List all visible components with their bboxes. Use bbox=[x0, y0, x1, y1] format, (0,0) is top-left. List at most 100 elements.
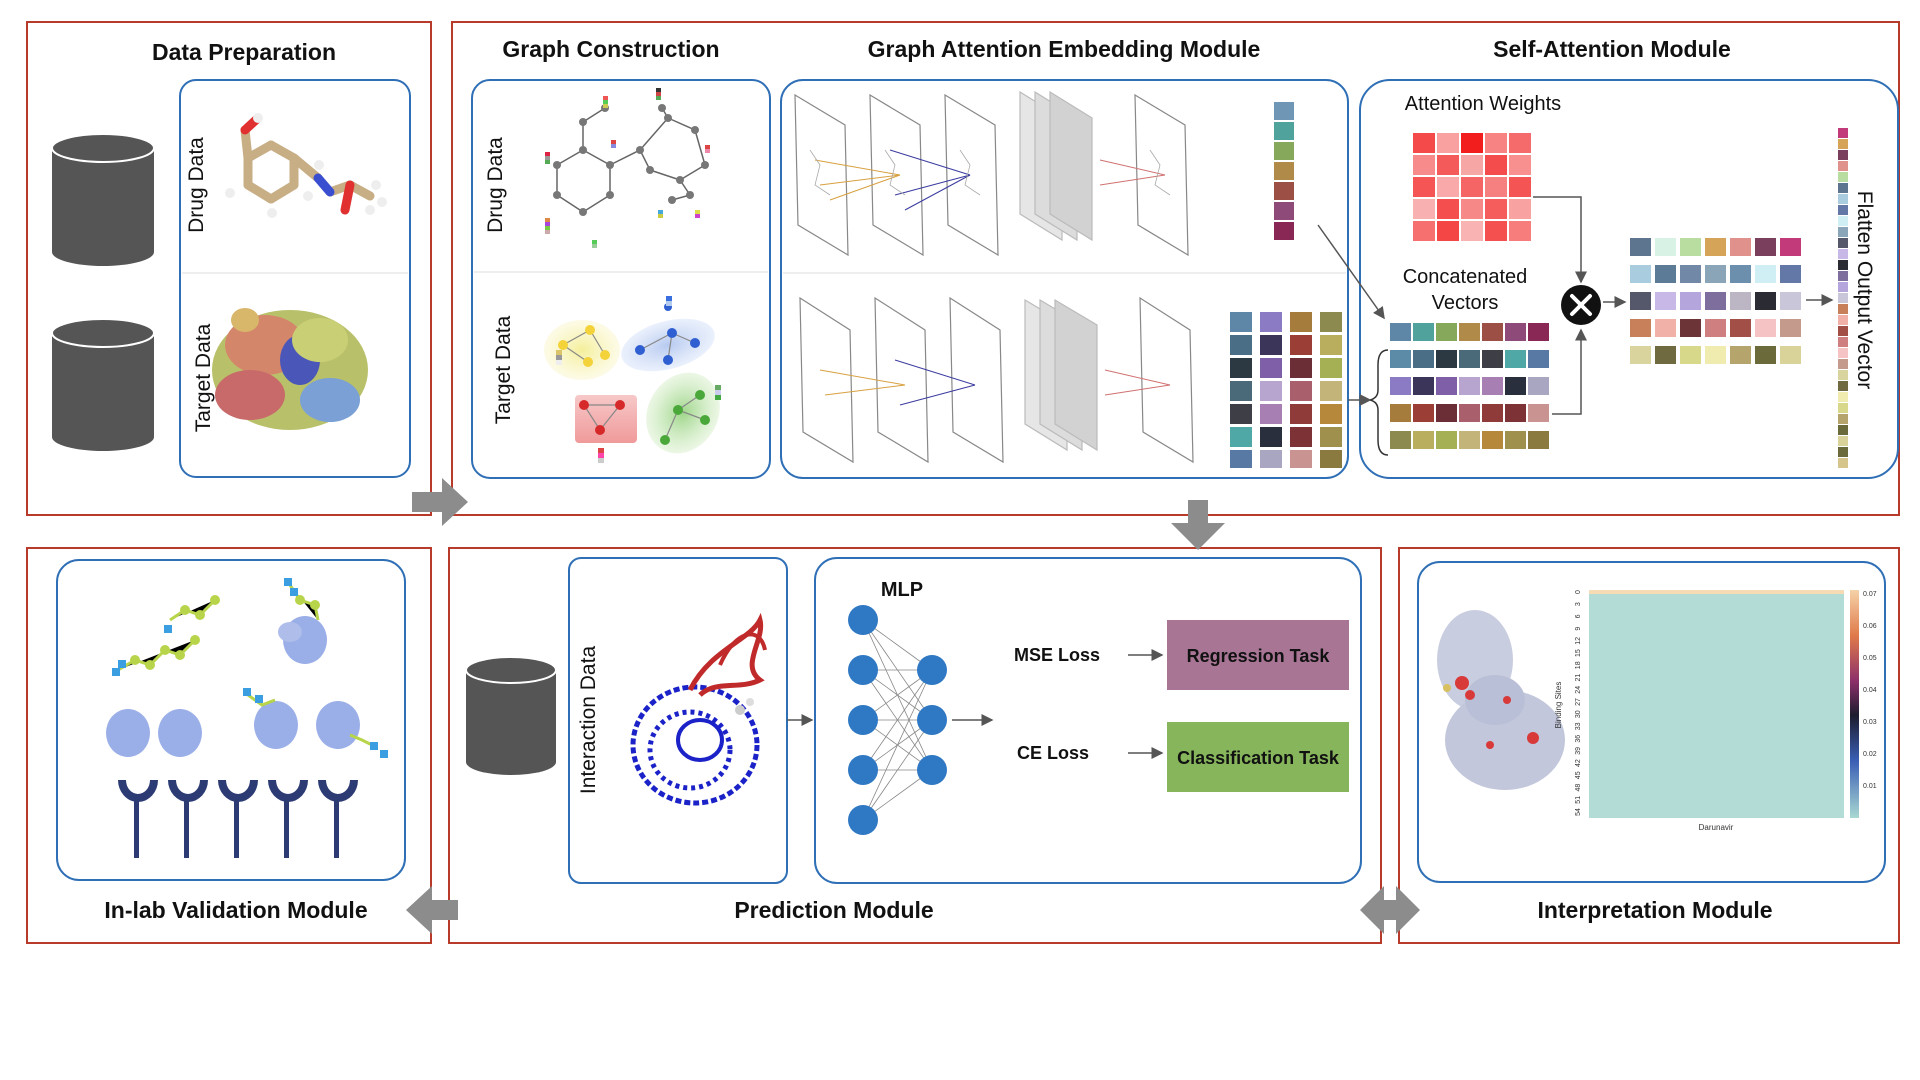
prep-drug-label: Drug Data bbox=[185, 137, 208, 233]
data-preparation-module bbox=[26, 21, 432, 516]
embedding-to-prediction-flow-arrow bbox=[1171, 500, 1225, 550]
classification-task-box bbox=[1167, 722, 1349, 792]
data-preparation-panel bbox=[179, 79, 411, 478]
colorbar-tick: 0.01 bbox=[1863, 783, 1877, 790]
heatmap-y-tick: 15 bbox=[1575, 649, 1582, 657]
colorbar-tick: 0.07 bbox=[1863, 591, 1877, 598]
attention-weights-matrix bbox=[1413, 133, 1531, 241]
prediction-module bbox=[448, 547, 1382, 944]
heatmap-y-tick: 51 bbox=[1575, 796, 1582, 804]
atom-feature-vectors bbox=[545, 88, 710, 248]
concatenated-vectors-matrix bbox=[1390, 323, 1549, 449]
target-database-icon bbox=[51, 318, 155, 451]
validation-title: In-lab Validation Module bbox=[104, 897, 367, 923]
graph-drug-label: Drug Data bbox=[484, 137, 507, 233]
heatmap-y-tick: 12 bbox=[1575, 637, 1582, 645]
validation-panel bbox=[56, 559, 406, 881]
colorbar-tick: 0.02 bbox=[1863, 751, 1877, 758]
concatenated-vectors-label-line2: Vectors bbox=[1432, 292, 1499, 314]
mse-loss-label: MSE Loss bbox=[1014, 645, 1100, 665]
interaction-data-panel bbox=[568, 557, 788, 884]
attention-to-multiply-arrow bbox=[1533, 196, 1587, 284]
heatmap-y-axis-label: Binding Sites bbox=[1554, 682, 1563, 729]
interaction-database-icon bbox=[465, 656, 557, 775]
self-attention-title: Self-Attention Module bbox=[1493, 36, 1731, 62]
prediction-interpretation-flow-arrow bbox=[1360, 886, 1420, 934]
colorbar-tick: 0.03 bbox=[1863, 719, 1877, 726]
heatmap-y-tick: 54 bbox=[1575, 808, 1582, 816]
heatmap-y-tick: 30 bbox=[1575, 710, 1582, 718]
heatmap-y-tick: 39 bbox=[1575, 747, 1582, 755]
gat-embedding-title: Graph Attention Embedding Module bbox=[868, 36, 1261, 62]
drug-database-icon bbox=[51, 133, 155, 266]
drug-gat-layers bbox=[794, 90, 1189, 257]
heatmap-y-tick: 42 bbox=[1575, 759, 1582, 767]
drug-molecule-image bbox=[225, 113, 387, 218]
classification-task-label: Classification Task bbox=[1177, 748, 1340, 768]
mlp-label: MLP bbox=[881, 579, 923, 601]
attention-weights-label: Attention Weights bbox=[1405, 93, 1561, 115]
heatmap-y-tick: 33 bbox=[1575, 722, 1582, 730]
multiply-operator-icon bbox=[1561, 285, 1601, 325]
concatenated-vectors-label-line1: Concatenated bbox=[1403, 266, 1528, 288]
heatmap-y-tick: 21 bbox=[1575, 674, 1582, 682]
flatten-output-vector bbox=[1838, 128, 1848, 468]
graph-construction-title: Graph Construction bbox=[502, 36, 719, 62]
attention-output-matrix bbox=[1630, 238, 1801, 364]
colorbar-ticks: 0.07 0.06 0.05 0.04 0.03 0.02 0.01 bbox=[1863, 591, 1877, 790]
prep-target-label: Target Data bbox=[192, 323, 215, 432]
heatmap-y-tick: 27 bbox=[1575, 698, 1582, 706]
validation-module bbox=[26, 547, 432, 944]
interaction-data-label: Interaction Data bbox=[577, 646, 600, 795]
prediction-title: Prediction Module bbox=[734, 897, 933, 923]
heatmap-y-tick: 36 bbox=[1575, 735, 1582, 743]
interpretation-module bbox=[1398, 547, 1900, 944]
flatten-output-label: Flatten Output Vector bbox=[1853, 191, 1876, 389]
ce-loss-label: CE Loss bbox=[1017, 743, 1089, 763]
gat-embedding-panel bbox=[780, 79, 1349, 479]
drug-embed-to-concat-arrow bbox=[1317, 224, 1385, 320]
data-preparation-title: Data Preparation bbox=[152, 39, 336, 65]
prep-to-graph-flow-arrow bbox=[412, 478, 468, 526]
interpretation-title: Interpretation Module bbox=[1537, 897, 1772, 923]
graph-construction-panel bbox=[471, 79, 771, 479]
prediction-to-validation-flow-arrow bbox=[406, 886, 458, 934]
heatmap-y-tick: 24 bbox=[1575, 686, 1582, 694]
heatmap-y-tick: 0 bbox=[1575, 590, 1582, 594]
colorbar-tick: 0.05 bbox=[1863, 655, 1877, 662]
concat-to-multiply-arrow bbox=[1552, 328, 1587, 415]
target-gat-layers bbox=[799, 296, 1194, 464]
target-brace bbox=[1369, 349, 1389, 456]
heatmap-x-axis-label: Darunavir bbox=[1699, 823, 1734, 832]
protein-ligand-complex-image bbox=[630, 612, 767, 806]
receptor-array-image bbox=[118, 780, 358, 858]
target-embedding-matrix bbox=[1230, 312, 1342, 468]
heatmap-colorbar bbox=[1850, 590, 1859, 818]
binding-site-protein-image bbox=[1437, 610, 1565, 790]
target-protein-image bbox=[212, 308, 368, 430]
target-proteins-image bbox=[106, 616, 388, 758]
heatmap-y-tick: 3 bbox=[1575, 602, 1582, 606]
colorbar-tick: 0.06 bbox=[1863, 623, 1877, 630]
binding-sites-heatmap bbox=[1589, 590, 1844, 818]
heatmap-y-tick: 48 bbox=[1575, 784, 1582, 792]
heatmap-top-band bbox=[1589, 590, 1844, 594]
drug-molecular-graph bbox=[553, 104, 709, 216]
ligand-molecules-image bbox=[112, 578, 320, 676]
drug-embedding-vector bbox=[1274, 102, 1294, 240]
mlp-panel bbox=[814, 557, 1362, 884]
heatmap-y-tick: 6 bbox=[1575, 614, 1582, 618]
interpretation-panel bbox=[1417, 561, 1886, 883]
regression-task-label: Regression Task bbox=[1187, 646, 1331, 666]
mlp-network bbox=[848, 605, 947, 835]
target-residue-graph bbox=[544, 296, 721, 463]
self-attention-panel bbox=[1359, 79, 1899, 479]
heatmap-y-tick: 45 bbox=[1575, 771, 1582, 779]
heatmap-y-tick: 9 bbox=[1575, 627, 1582, 631]
regression-task-box bbox=[1167, 620, 1349, 690]
heatmap-y-tick: 18 bbox=[1575, 661, 1582, 669]
colorbar-tick: 0.04 bbox=[1863, 687, 1877, 694]
graph-target-label: Target Data bbox=[492, 315, 515, 424]
